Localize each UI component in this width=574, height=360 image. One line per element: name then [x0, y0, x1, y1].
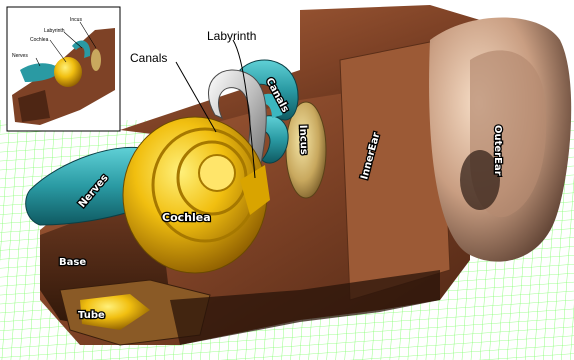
inset-thumbnail[interactable]: Incus Labyrinth Cochlea Nerves [7, 7, 120, 131]
label-tube: Tube [78, 310, 105, 321]
label-outer-ear: OuterEar [492, 125, 503, 176]
label-labyrinth: Labyrinth [207, 29, 256, 43]
inset-label-labyrinth: Labyrinth [44, 28, 65, 34]
inset-label-incus: Incus [70, 17, 82, 23]
label-incus: Incus [297, 125, 309, 155]
inset-label-cochlea: Cochlea [30, 37, 49, 43]
inset-cochlea [54, 57, 82, 87]
label-canals-callout: Canals [130, 51, 167, 65]
inset-incus [91, 49, 101, 71]
label-cochlea: Cochlea [162, 211, 211, 224]
label-base: Base [59, 257, 86, 268]
inset-label-nerves: Nerves [12, 53, 28, 59]
cochlea-ring-4 [199, 155, 235, 191]
